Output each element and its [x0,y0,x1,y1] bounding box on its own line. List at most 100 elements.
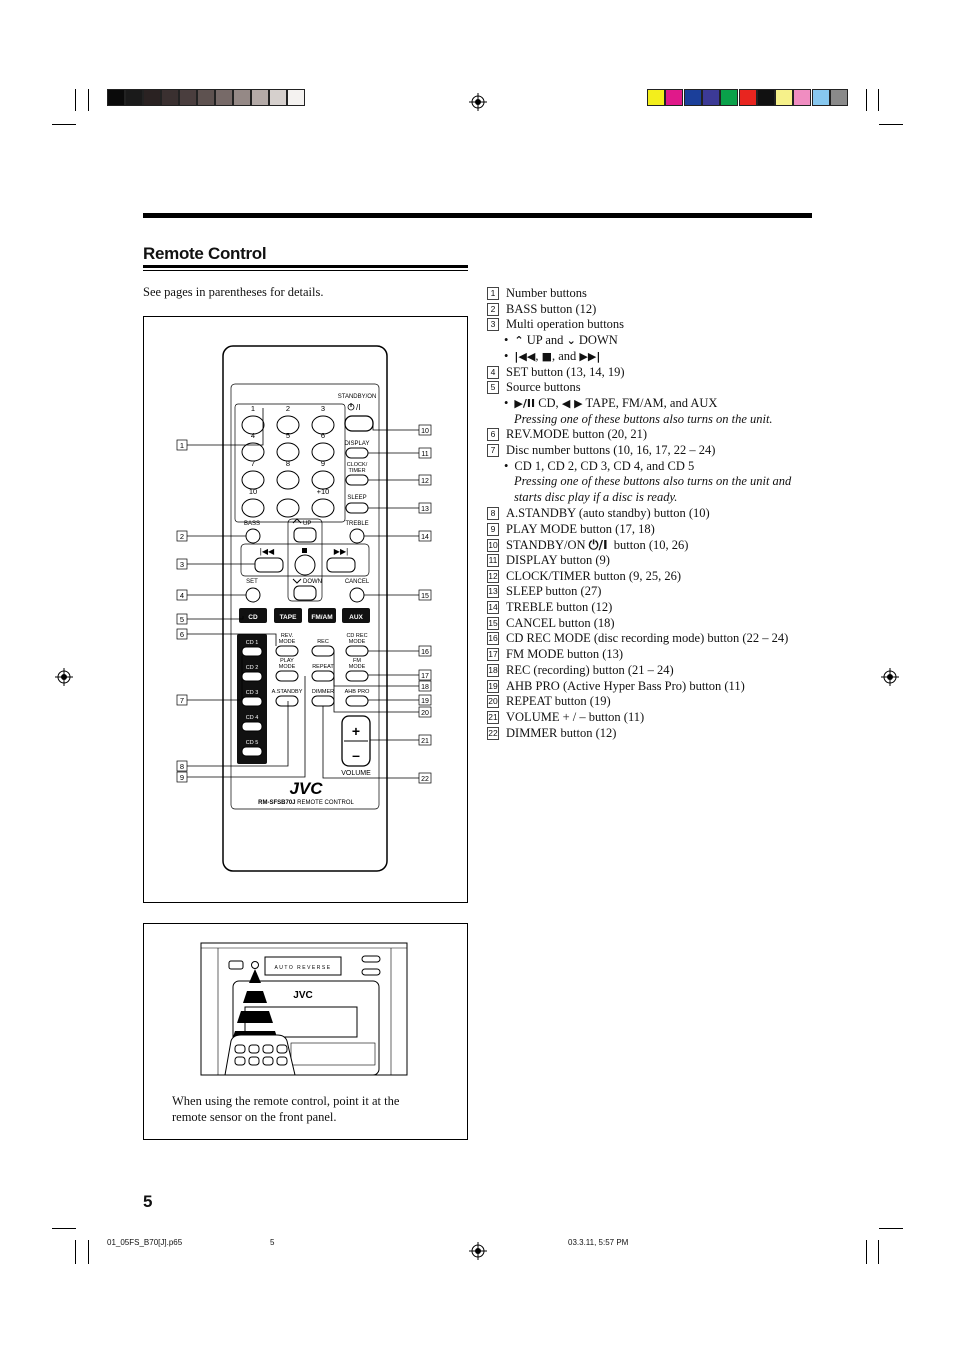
set-button[interactable] [245,587,261,603]
cd-rec-mode-button[interactable] [345,645,369,657]
previous-button[interactable] [254,557,284,573]
source-button-cd[interactable] [239,608,267,623]
label-fm: FM [353,658,361,664]
rec-button[interactable] [311,645,335,657]
fm-mode-button[interactable] [345,670,369,682]
number-button[interactable] [276,415,300,435]
previous-track-icon: |◀◀ [514,349,536,363]
display-button[interactable] [345,447,369,459]
number-button[interactable] [276,470,300,490]
number-button-zero[interactable] [276,498,300,518]
callout-5 [176,613,188,625]
play-pause-icon: ▶/II [514,396,536,410]
stop-button[interactable] [294,554,316,576]
next-button[interactable] [326,557,356,573]
ahb-pro-button[interactable] [345,695,369,707]
label-down: DOWN [303,579,322,585]
color-swatch [793,89,812,106]
callout-1 [176,439,188,451]
grey-swatch [161,89,179,106]
repeat-button[interactable] [311,670,335,682]
list-subitem: •▶/II CD, ◀ ▶ TAPE, FM/AM, and AUX [504,396,717,411]
subitem-text: UP and [526,333,564,348]
source-button-fm-am[interactable] [308,608,336,623]
item-text: CD REC MODE (disc recording mode) button… [506,631,789,646]
cd-button[interactable] [241,646,263,657]
subitem-text: CD 1, CD 2, CD 3, CD 4, and CD 5 [514,458,695,473]
list-note: starts disc play if a disc is ready. [514,490,678,505]
number-label: 3 [321,404,325,413]
label-play-mode: MODE [279,664,296,670]
label-ahb-pro: AHB PRO [345,689,370,695]
number-button[interactable] [241,415,265,435]
unit-front-panel-diagram: AUTO REVERSE JVC [200,942,408,1076]
item-number: 12 [487,569,499,583]
cd-label: CD 1 [246,640,259,646]
number-button[interactable] [276,442,300,462]
callout-label: 8 [180,762,184,771]
cancel-button[interactable] [349,587,365,603]
grey-swatch [125,89,143,106]
color-swatch [701,89,720,106]
item-number: 17 [487,648,499,662]
treble-button[interactable] [349,528,365,544]
minus-icon: – [352,747,360,763]
callout-11 [418,447,432,459]
up-button[interactable] [293,527,317,543]
cd-button[interactable] [241,671,263,682]
play-mode-button[interactable] [275,670,299,682]
item-number: 22 [487,726,499,740]
color-swatch [775,89,794,106]
callout-7 [176,694,188,706]
number-button[interactable] [241,470,265,490]
grey-swatch [233,89,251,106]
source-button-aux[interactable] [342,608,370,623]
standby-on-button[interactable] [344,415,374,432]
cd-button[interactable] [241,721,263,732]
item-number: 15 [487,616,499,630]
cd-button[interactable] [241,696,263,707]
item-text: BASS button (12) [506,301,597,316]
number-label: 7 [251,459,255,468]
grey-swatch [287,89,305,106]
item-text: CLOCK/TIMER button (9, 25, 26) [506,568,681,583]
number-button[interactable] [311,470,335,490]
item-text: Number buttons [506,286,587,300]
number-label: 9 [321,459,325,468]
number-button[interactable] [241,442,265,462]
callout-label: 18 [421,684,429,691]
callout-label: 22 [421,776,429,783]
callout-label: 11 [421,451,428,458]
label-bass: BASS [244,521,260,527]
a-standby-button[interactable] [275,695,299,707]
number-button[interactable] [241,498,265,518]
number-label: 2 [286,404,290,413]
cd-button[interactable] [241,746,263,757]
clock-timer-button[interactable] [345,474,369,486]
number-label: 4 [251,431,255,440]
footer-file: 01_05FS_B70[J].p65 [107,1238,183,1247]
up-arrow-icon [292,518,302,524]
source-button-tape[interactable] [274,608,302,623]
number-button[interactable] [311,415,335,435]
cd-label: CD 4 [246,715,259,721]
down-button[interactable] [293,585,317,601]
rev-mode-button[interactable] [275,645,299,657]
number-button[interactable] [311,498,335,518]
dimmer-button[interactable] [311,695,335,707]
item-number: 1 [487,287,499,300]
item-text: A.STANDBY (auto standby) button (10) [506,505,710,520]
sleep-button[interactable] [345,502,369,514]
number-button[interactable] [311,442,335,462]
bass-button[interactable] [245,528,261,544]
